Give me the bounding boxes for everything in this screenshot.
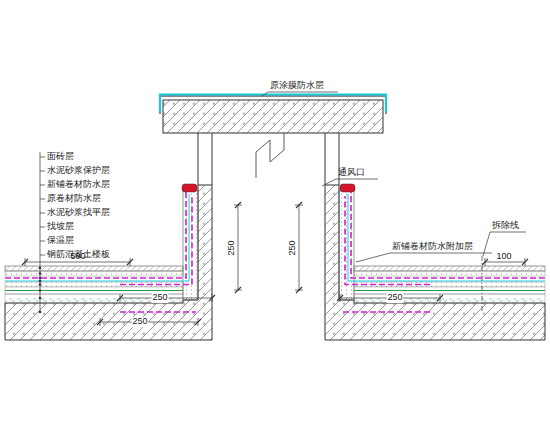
- extension-line: [198, 318, 199, 326]
- dimension-tick: [22, 259, 28, 265]
- extension-line: [100, 318, 101, 326]
- dimension-text: 500: [70, 252, 85, 262]
- extension-line: [130, 258, 131, 266]
- callout-label: 通风口: [338, 168, 365, 178]
- dimension-text: 250: [227, 240, 237, 255]
- dimension-line: [25, 262, 130, 263]
- dimension-tick: [209, 295, 215, 301]
- dimension-text: 250: [131, 317, 148, 327]
- dimension-tick: [235, 202, 241, 208]
- dimension-tick: [296, 287, 302, 293]
- dimension-tick: [97, 319, 103, 325]
- dimension-text: 250: [386, 293, 403, 303]
- dimension-tick: [195, 319, 201, 325]
- extension-line: [120, 294, 121, 302]
- layer-label: 水泥砂浆找平层: [47, 208, 110, 218]
- dimension-tick: [117, 295, 123, 301]
- dimension-line: [100, 322, 198, 323]
- layer-label: 新铺卷材防水层: [47, 180, 110, 190]
- dimension-text: 250: [288, 240, 298, 255]
- extension-line: [234, 205, 242, 206]
- layer-label: 水泥砂浆保护层: [47, 166, 110, 176]
- dimension-tick: [437, 295, 443, 301]
- callout-label: 新铺卷材防水附加层: [392, 242, 473, 252]
- dimension-line: [299, 205, 300, 290]
- dimension-tick: [235, 287, 241, 293]
- extension-line: [295, 205, 303, 206]
- dimension-tick: [127, 259, 133, 265]
- layer-label: 找坡层: [47, 222, 74, 232]
- extension-line: [340, 294, 341, 302]
- layer-label: 原卷材防水层: [47, 194, 101, 204]
- extension-line: [295, 290, 303, 291]
- dimension-text: 250: [151, 293, 168, 303]
- extension-line: [25, 258, 26, 266]
- extension-line: [234, 290, 242, 291]
- dimension-line: [238, 205, 239, 290]
- layer-label: 保温层: [47, 236, 74, 246]
- callout-label: 拆除线: [492, 221, 519, 231]
- extension-line: [485, 258, 486, 266]
- dimension-tick: [522, 259, 528, 265]
- extension-line: [440, 294, 441, 302]
- dimension-text: 100: [496, 252, 511, 262]
- extension-line: [525, 258, 526, 266]
- dimension-tick: [337, 295, 343, 301]
- dimension-tick: [482, 259, 488, 265]
- layer-label: 面砖层: [47, 152, 74, 162]
- dimension-line: [485, 262, 525, 263]
- extension-line: [212, 294, 213, 302]
- dimension-tick: [296, 202, 302, 208]
- callout-label: 原涂膜防水层: [270, 81, 324, 91]
